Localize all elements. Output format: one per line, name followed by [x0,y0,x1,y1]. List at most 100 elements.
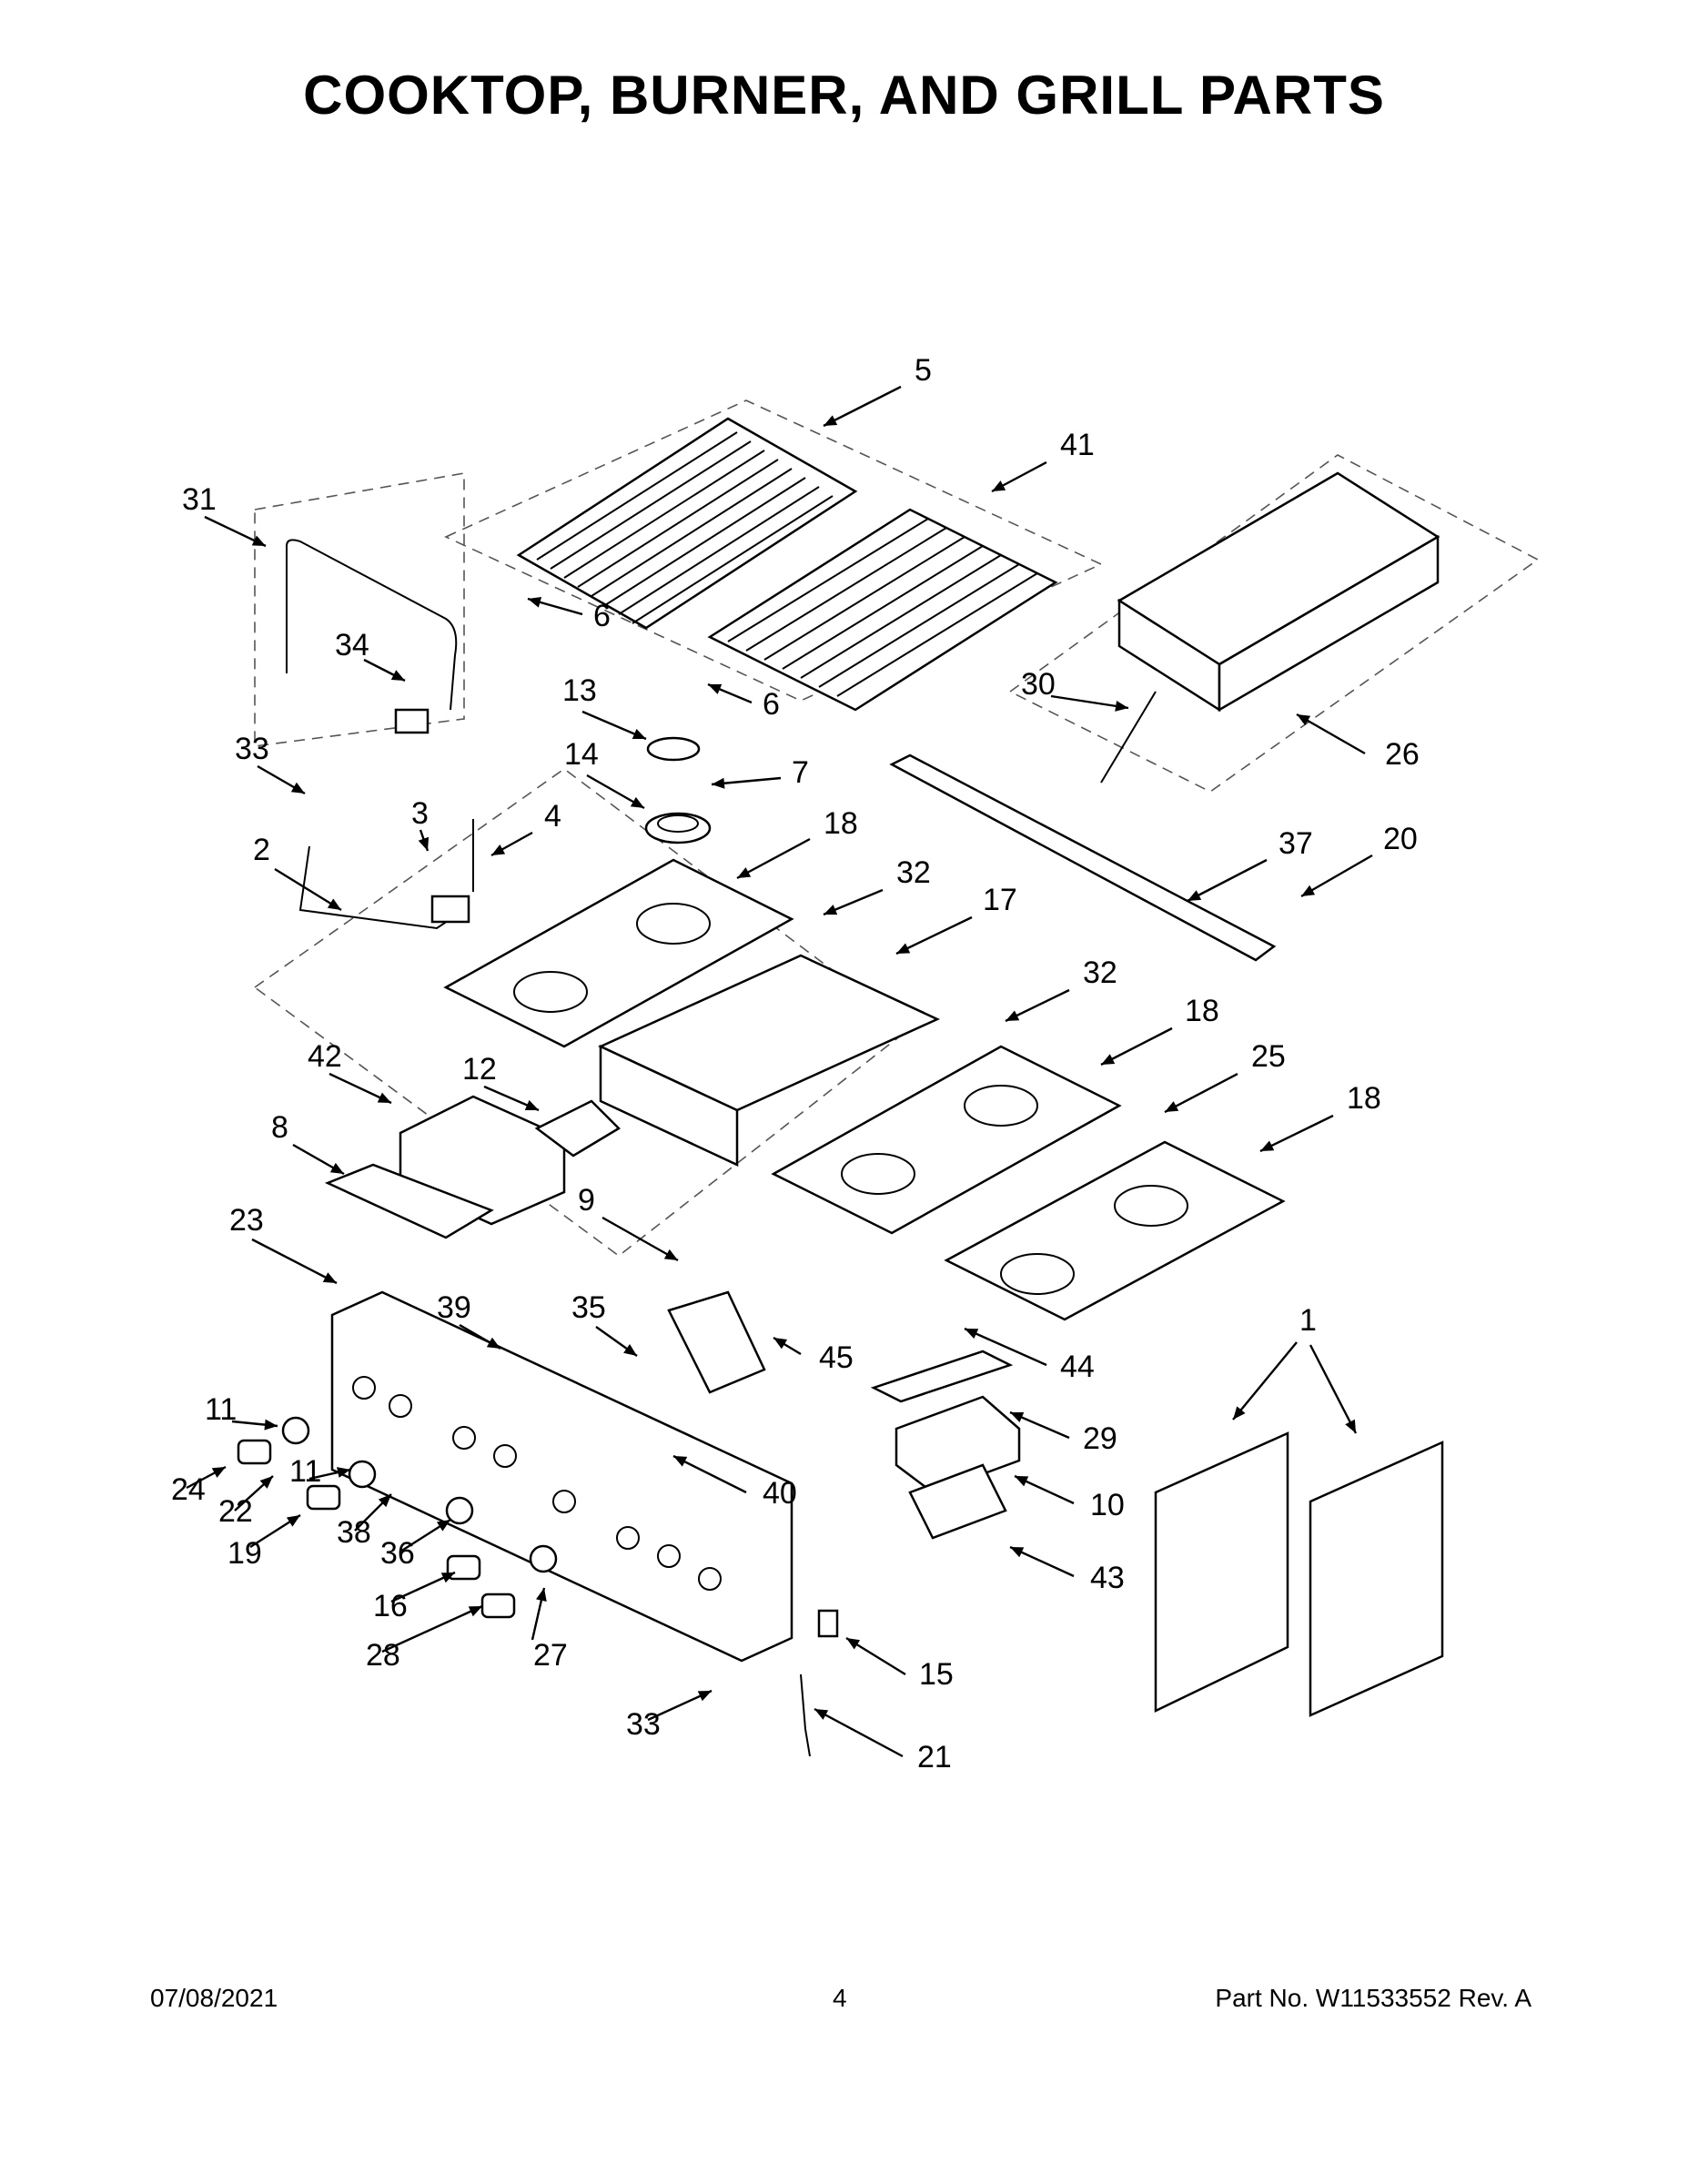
callout-number: 7 [792,755,809,790]
control-boards [324,1095,622,1239]
callout-number: 14 [564,737,599,772]
leader-line [1050,694,1129,710]
leader-line [823,385,902,428]
callout-number: 32 [1083,956,1117,990]
arrowhead [673,1456,688,1467]
burner-box-right [944,1140,1286,1321]
callout-number: 38 [337,1515,371,1550]
callout-number: 26 [1385,737,1420,772]
callout-number: 27 [533,1638,568,1673]
callout-c6a: 6 [527,597,611,633]
arrowhead [1015,1476,1029,1487]
callout-number: 3 [411,796,429,831]
callout-c15: 15 [845,1636,954,1692]
arrowhead [737,867,752,878]
callout-number: 31 [182,482,217,517]
callout-c34: 34 [335,628,406,682]
callout-c2: 2 [253,833,342,912]
callout-c16: 16 [373,1571,456,1623]
callout-c24: 24 [171,1465,227,1507]
arrowhead [663,1249,678,1260]
arrowhead [377,1092,391,1103]
trim-strip [889,753,1277,962]
callout-number: 16 [373,1589,408,1623]
callout-number: 12 [462,1052,497,1087]
callout-c23: 23 [229,1203,338,1285]
arrowhead [992,480,1006,491]
callout-c5: 5 [823,353,932,428]
callout-c33b: 33 [626,1689,713,1742]
arrowhead [390,670,405,681]
callout-c18b: 18 [1100,994,1219,1067]
arrowhead [1188,890,1202,901]
arrowhead [846,1638,861,1650]
callout-c6b: 6 [707,682,780,722]
arrowhead [630,796,644,808]
footer-page-number: 4 [833,1984,847,2012]
callout-number: 22 [218,1494,253,1529]
callout-number: 8 [271,1110,288,1145]
callout-number: 2 [253,833,270,867]
leader-line [895,915,973,956]
arrowhead [211,1467,226,1478]
callout-number: 1 [1299,1303,1317,1338]
arrowhead [1010,1547,1025,1558]
arrowhead [896,943,911,954]
callout-number: 35 [571,1290,606,1325]
callout-number: 45 [819,1340,854,1375]
leader-line [964,1327,1047,1367]
callout-number: 32 [896,855,931,890]
callout-number: 25 [1251,1039,1286,1074]
page-title: COOKTOP, BURNER, AND GRILL PARTS [303,65,1385,126]
callout-c12: 12 [462,1052,540,1112]
callout-number: 11 [205,1392,237,1427]
callout-number: 33 [626,1707,661,1742]
callout-number: 42 [308,1039,342,1074]
arrowhead [486,1337,500,1349]
side-trim-panels [1154,1431,1444,1717]
callout-number: 10 [1090,1488,1125,1522]
callout-number: 6 [763,687,780,722]
callout-c18c: 18 [1259,1081,1381,1153]
leader-line [1187,858,1268,903]
leader-line [274,867,342,912]
footer-part-number: Part No. W11533552 Rev. A [1215,1984,1531,2012]
leader-line [601,1216,679,1262]
callout-number: 5 [915,353,932,388]
arrowhead [378,1494,391,1508]
leader-line [736,837,811,880]
burner-box-center [771,1045,1122,1235]
callout-c43: 43 [1009,1545,1125,1595]
callout-number: 36 [380,1536,415,1571]
spark-module [667,1290,766,1394]
callout-c29: 29 [1009,1410,1117,1456]
callout-c19: 19 [227,1513,301,1571]
arrowhead [1260,1140,1275,1151]
arrowhead [259,1476,273,1489]
valve-and-tube [298,819,474,930]
callout-c28: 28 [366,1604,483,1673]
arrowhead [524,1099,539,1110]
callout-number: 43 [1090,1561,1125,1595]
callout-number: 4 [544,799,561,834]
callout-c39: 39 [437,1290,501,1350]
callout-c25: 25 [1164,1039,1286,1114]
callout-c11b: 11 [289,1454,351,1489]
footer-date: 07/08/2021 [150,1984,278,2012]
arrowhead [824,415,838,426]
callout-number: 37 [1279,826,1313,861]
leader-line [814,1707,904,1758]
callout-c35: 35 [571,1290,638,1357]
burner-grate-left [516,417,858,630]
grill-grate [707,508,1058,712]
callout-c18a: 18 [736,806,858,880]
arrowhead [1115,700,1128,712]
callout-c21: 21 [814,1707,952,1774]
manifold-tube [286,539,458,734]
callout-c32b: 32 [1005,956,1117,1023]
control-panel [330,1290,793,1663]
burner-cap-and-base [644,736,712,844]
callout-number: 41 [1060,428,1095,462]
callout-c27: 27 [531,1587,568,1673]
